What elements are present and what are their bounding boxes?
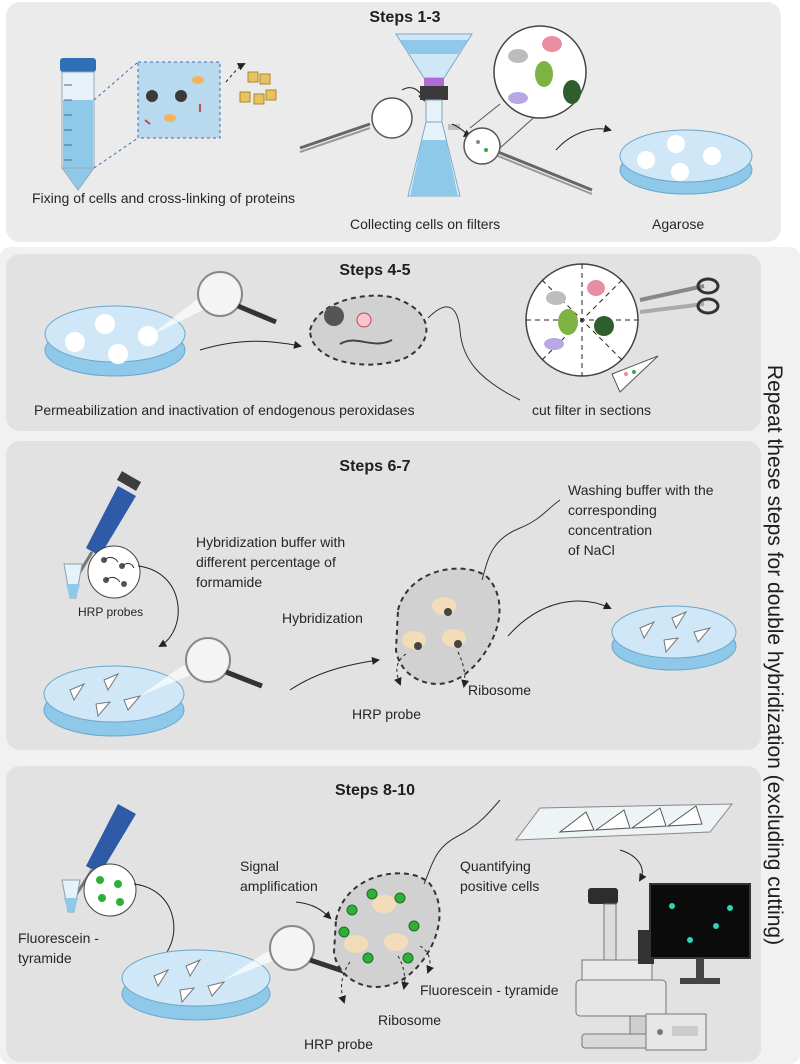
hyb-buffer-label-2: different percentage of (196, 554, 336, 570)
tweezers-icon (299, 97, 413, 153)
wash-buffer-label-3: concentration (568, 522, 653, 538)
protists-zoom-icon (493, 25, 587, 119)
magnifier-icon-2 (140, 637, 263, 696)
magnifier-icon (150, 271, 277, 336)
fluorescein-label-1: Fluorescein - (18, 930, 99, 946)
petri-dish-cells-icon (44, 305, 186, 377)
quantifying-label-1: Quantifying (460, 858, 531, 874)
signal-label-2: amplification (240, 878, 318, 894)
collecting-label: Collecting cells on filters (350, 216, 501, 232)
eppendorf-tube-icon-2 (61, 879, 81, 913)
cut-filter-label: cut filter in sections (532, 402, 652, 418)
petri-dish-wash-icon (611, 605, 737, 671)
quantifying-label-2: positive cells (460, 878, 540, 894)
steps-6-7-title: Steps 6-7 (339, 458, 411, 475)
steps-1-3-title: Steps 1-3 (369, 9, 441, 26)
fluorescein-label-2: tyramide (18, 950, 72, 966)
filter-wedge-icon (611, 355, 659, 393)
repeat-steps-text: Repeat these steps for double hybridizat… (763, 364, 786, 946)
hyb-buffer-label-3: formamide (196, 574, 263, 590)
permeabilization-label: Permeabilization and inactivation of end… (34, 402, 415, 418)
petri-dish-sections-icon-2 (121, 949, 271, 1021)
monitor-icon (649, 883, 751, 984)
hrp-probe-label-1: HRP probe (352, 706, 422, 722)
filtration-flask-icon (395, 33, 473, 197)
power-supply-icon (645, 1013, 707, 1051)
steps-8-10-title: Steps 8-10 (334, 782, 416, 799)
crosslinked-protein-icon (239, 71, 277, 105)
filter-with-cells-icon (463, 127, 593, 195)
agarose-label: Agarose (652, 216, 705, 232)
wash-buffer-label-4: of NaCl (568, 542, 615, 558)
fixing-label: Fixing of cells and cross-linking of pro… (32, 190, 296, 206)
hybridization-label: Hybridization (282, 610, 363, 626)
petri-dish-sections-icon (43, 665, 185, 737)
magnifier-icon-3 (224, 925, 347, 980)
hrp-probes-label: HRP probes (78, 605, 144, 619)
hrp-probes-zoom-icon (87, 545, 141, 599)
hrp-probe-label-2: HRP probe (304, 1036, 374, 1052)
microscope-slide-icon (514, 803, 734, 841)
fluorescein-zoom-icon (83, 863, 137, 917)
falcon-tube-icon (60, 58, 96, 191)
scissors-icon (639, 277, 720, 315)
wash-buffer-label-2: corresponding (568, 502, 657, 518)
cell-detail-icon (308, 294, 521, 401)
eppendorf-tube-icon (63, 563, 83, 599)
signal-label-1: Signal (240, 858, 279, 874)
steps-4-5-title: Steps 4-5 (339, 262, 411, 279)
ribosome-label-2: Ribosome (378, 1012, 442, 1028)
hybridization-cell-icon (394, 499, 561, 685)
ribosome-label-1: Ribosome (468, 682, 532, 698)
cell-zoom-box (93, 61, 221, 169)
fluorescein-tyramide-label: Fluorescein - tyramide (420, 982, 559, 998)
hyb-buffer-label-1: Hybridization buffer with (196, 534, 346, 550)
filter-sections-icon (525, 263, 639, 377)
fluorescent-cell-icon (332, 799, 501, 988)
wash-buffer-label-1: Washing buffer with the (568, 482, 714, 498)
petri-dish-agarose-icon (619, 129, 753, 195)
